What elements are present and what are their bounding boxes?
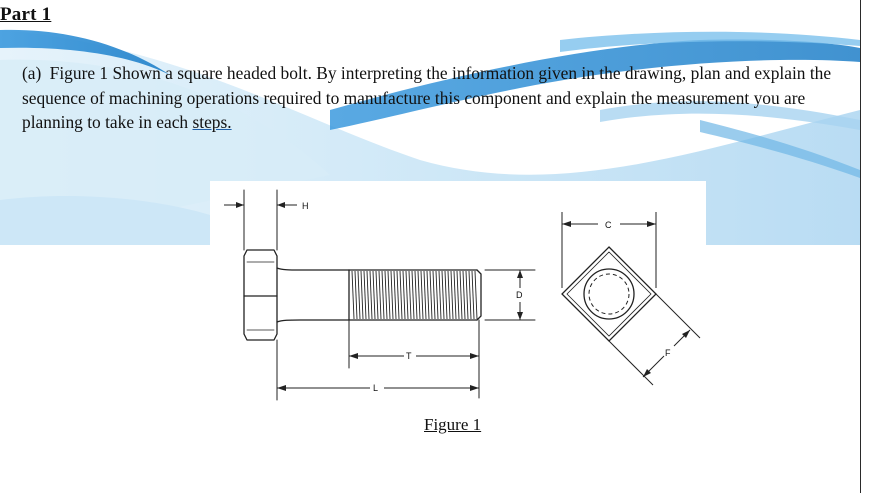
bolt-head-end-view xyxy=(561,212,701,386)
dim-label-l: L xyxy=(373,383,378,393)
part-title: Part 1 xyxy=(0,4,52,25)
bolt-head-side xyxy=(243,249,278,341)
dim-label-f: F xyxy=(665,348,671,358)
thread-hatching xyxy=(351,270,478,320)
bolt-thread xyxy=(348,269,482,321)
dim-label-t: T xyxy=(406,351,412,361)
question-body: Figure 1 Shown a square headed bolt. By … xyxy=(22,63,832,132)
dim-label-c: C xyxy=(605,220,612,230)
dim-label-d: D xyxy=(516,290,523,300)
dim-label-h: H xyxy=(302,201,309,211)
page-right-border xyxy=(860,0,861,493)
figure-caption: Figure 1 xyxy=(424,415,482,434)
question-label: (a) xyxy=(22,63,42,83)
bolt-shank xyxy=(276,267,350,323)
question-text: (a) Figure 1 Shown a square headed bolt.… xyxy=(22,61,856,135)
question-tail: steps. xyxy=(192,112,232,132)
